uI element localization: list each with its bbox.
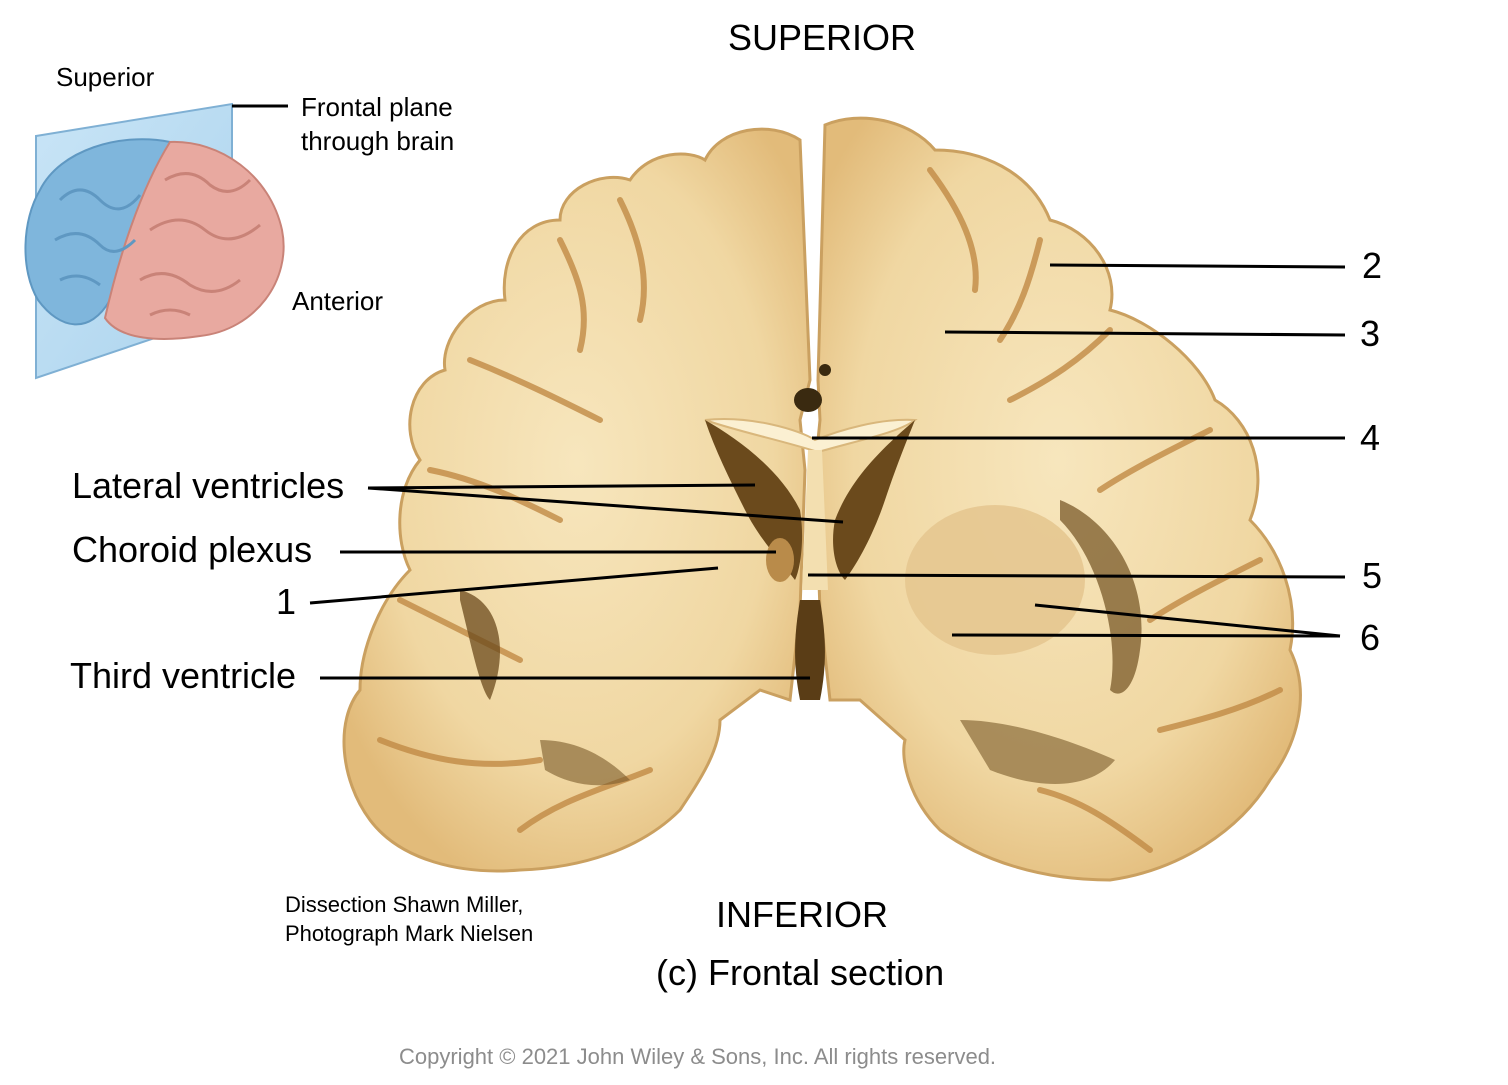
lateral-ventricle-right (833, 420, 915, 580)
inset-brain (24, 102, 288, 380)
inset-superior-label: Superior (56, 62, 155, 92)
label-5: 5 (1362, 555, 1383, 596)
label-3: 3 (1360, 313, 1381, 354)
leader-1 (309, 566, 719, 605)
coronal-brain-section (342, 116, 1302, 882)
label-1: 1 (276, 581, 297, 622)
inset-anterior-label: Anterior (292, 286, 384, 316)
leader-lines (309, 263, 1346, 680)
photo-credit: Dissection Shawn Miller, Photograph Mark… (285, 892, 534, 946)
inferior-label: INFERIOR (716, 894, 889, 935)
figure-caption: (c) Frontal section (656, 952, 945, 993)
right-hemisphere (813, 116, 1302, 882)
leader-3 (944, 330, 1346, 337)
superior-label: SUPERIOR (728, 17, 917, 58)
left-hemisphere (342, 127, 812, 873)
basal-nuclei (905, 505, 1085, 655)
leader-6a (1034, 603, 1341, 638)
leader-5 (807, 573, 1346, 579)
leader-lateral-ventricles-a (367, 483, 756, 490)
label-6: 6 (1360, 617, 1381, 658)
lateral-ventricles-label: Lateral ventricles (72, 465, 345, 506)
label-2: 2 (1362, 245, 1383, 286)
leader-lateral-ventricles-b (367, 486, 844, 524)
third-ventricle (795, 600, 825, 700)
inset-plane-label-line2: through brain (301, 126, 455, 156)
label-4: 4 (1360, 417, 1381, 458)
leader-6b (951, 633, 1341, 638)
third-ventricle-label: Third ventricle (70, 655, 297, 696)
choroid-plexus-label: Choroid plexus (72, 529, 313, 570)
choroid-plexus (766, 538, 794, 582)
inset-plane-label-line1: Frontal plane (301, 92, 453, 122)
leader-2 (1049, 263, 1346, 269)
copyright-notice: Copyright © 2021 John Wiley & Sons, Inc.… (399, 1044, 997, 1069)
